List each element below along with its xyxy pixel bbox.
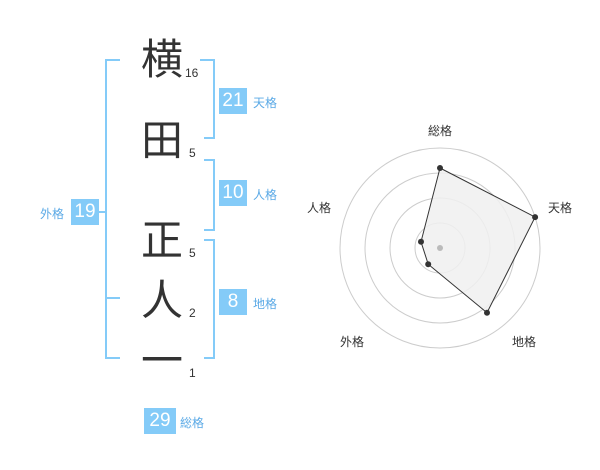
name-char-1: 横 — [140, 35, 183, 84]
stroke-count-2: 5 — [189, 146, 196, 160]
radar-axis-label-chikaku: 地格 — [512, 335, 537, 349]
soukaku-badge: 29 — [144, 408, 176, 434]
radar-axis-label-jinkaku: 人格 — [307, 201, 332, 215]
radar-axis-label-gaikaku: 外格 — [340, 335, 365, 349]
chikaku-bracket — [204, 239, 215, 359]
tenkaku-bracket — [200, 59, 215, 139]
stroke-count-4: 2 — [189, 306, 196, 320]
name-char-4: 人 — [140, 276, 183, 325]
radar-point-1 — [437, 165, 443, 171]
name-char-3: 正 — [140, 216, 183, 265]
radar-point-2 — [532, 214, 539, 221]
tenkaku-badge: 21 — [219, 88, 247, 114]
stroke-count-3: 5 — [189, 246, 196, 260]
radar-point-5 — [418, 238, 424, 245]
gaikaku-bracket — [105, 59, 120, 359]
chikaku-badge: 8 — [219, 289, 247, 315]
gaikaku-label: 外格 — [40, 207, 65, 221]
radar-axis-label-tenkaku: 天格 — [548, 201, 573, 215]
tenkaku-label: 天格 — [253, 96, 278, 110]
jinkaku-bracket — [204, 159, 215, 231]
name-char-2: 田 — [140, 116, 183, 165]
chikaku-label: 地格 — [253, 297, 278, 311]
jinkaku-badge: 10 — [219, 180, 247, 206]
radar-data-polygon — [420, 167, 536, 314]
gaikaku-badge: 19 — [71, 199, 99, 225]
radar-point-3 — [484, 309, 490, 316]
stroke-count-5: 1 — [189, 366, 196, 380]
radar-grid-ring — [339, 147, 541, 349]
soukaku-label: 総格 — [180, 416, 205, 430]
stroke-count-1: 16 — [185, 66, 199, 80]
jinkaku-label: 人格 — [253, 188, 278, 202]
name-char-5: 一 — [140, 336, 183, 385]
radar-center-dot — [437, 245, 443, 251]
radar-axis-label-soukaku: 総格 — [428, 124, 453, 138]
radar-point-4 — [425, 261, 432, 268]
